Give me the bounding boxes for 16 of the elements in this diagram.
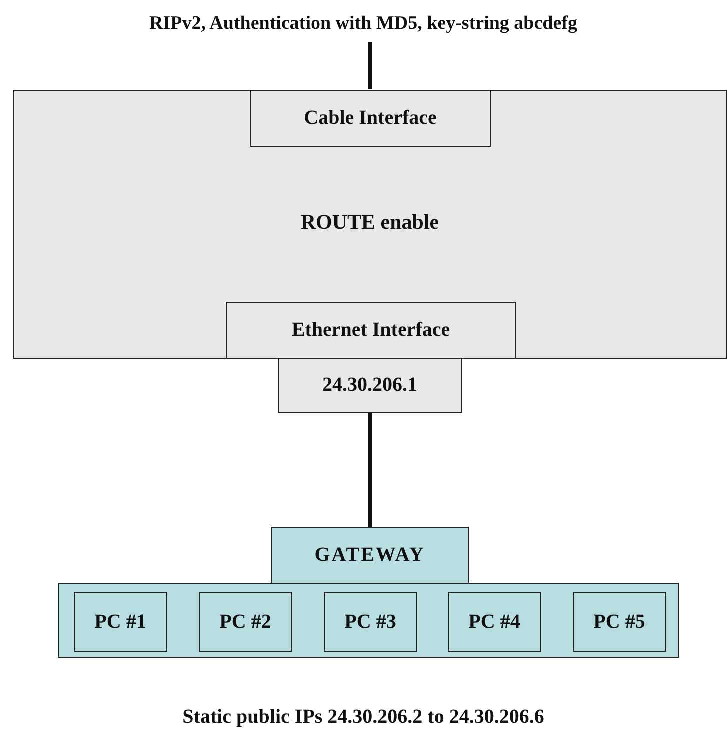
pc-box: PC #2	[199, 592, 292, 652]
connector-line	[368, 413, 372, 527]
pc-box: PC #1	[74, 592, 167, 652]
gateway-box: GATEWAY	[271, 527, 469, 584]
interface-box: Cable Interface	[250, 90, 491, 147]
network-band	[58, 583, 679, 658]
caption-text: Static public IPs 24.30.206.2 to 24.30.206.6	[182, 706, 546, 729]
interface-box: Ethernet Interface	[226, 302, 516, 359]
pc-box: PC #5	[573, 592, 666, 652]
pc-box: PC #4	[448, 592, 541, 652]
address-box: 24.30.206.1	[278, 358, 462, 413]
router-label: ROUTE enable	[300, 210, 440, 235]
connector-line	[368, 42, 372, 89]
router-box	[13, 90, 727, 359]
heading-text: RIPv2, Authentication with MD5, key-string abcdefg	[0, 6, 727, 42]
pc-box: PC #3	[324, 592, 417, 652]
